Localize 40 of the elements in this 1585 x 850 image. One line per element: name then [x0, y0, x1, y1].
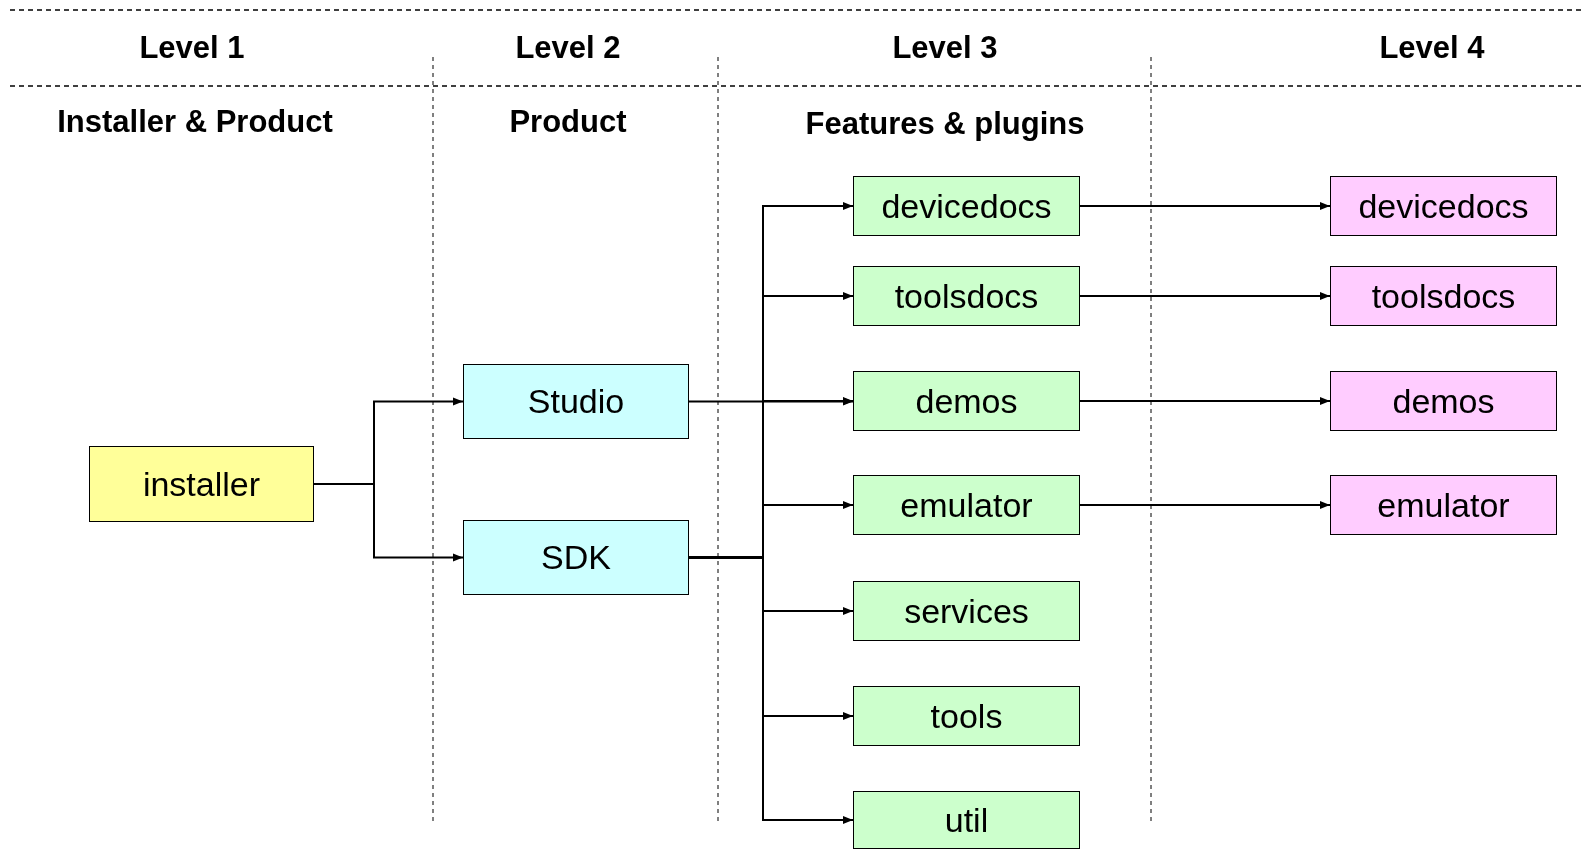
arrow — [313, 483, 464, 562]
process-box — [853, 791, 1080, 849]
box-label: installer — [142, 464, 261, 504]
arrow — [1079, 292, 1331, 300]
process-box — [853, 371, 1080, 431]
process-box — [1330, 266, 1557, 326]
column-heading: Level 4 — [1379, 30, 1485, 66]
arrow — [1079, 397, 1331, 405]
column-heading: Product — [509, 104, 627, 140]
box-label: toolsdocs — [894, 276, 1039, 316]
process-box — [463, 520, 689, 595]
box-label: SDK — [541, 538, 611, 577]
process-box — [1330, 371, 1557, 431]
column-heading: Installer & Product — [57, 104, 333, 140]
process-box — [853, 686, 1080, 746]
box-label: emulator — [1377, 485, 1510, 525]
column-heading: Features & plugins — [805, 106, 1085, 142]
box-label: devicedocs — [881, 186, 1052, 226]
box-label: demos — [1392, 381, 1495, 421]
box-label: util — [944, 800, 989, 840]
box-label: emulator — [900, 485, 1033, 525]
process-box — [1330, 176, 1557, 236]
box-label: demos — [915, 381, 1018, 421]
box-label: Studio — [527, 382, 625, 421]
box-label: devicedocs — [1358, 186, 1529, 226]
column-heading: Level 3 — [892, 30, 998, 66]
box-label: toolsdocs — [1371, 276, 1516, 316]
box-label: tools — [930, 696, 1003, 736]
process-box — [853, 581, 1080, 641]
column-heading: Level 2 — [515, 30, 621, 66]
process-box — [1330, 475, 1557, 535]
process-box — [463, 364, 689, 439]
process-box — [853, 475, 1080, 535]
column-heading: Level 1 — [139, 30, 245, 66]
process-box — [89, 446, 314, 522]
arrow — [1079, 202, 1331, 210]
box-label: services — [904, 591, 1029, 631]
process-box — [853, 176, 1080, 236]
arrow — [1079, 501, 1331, 509]
process-box — [853, 266, 1080, 326]
